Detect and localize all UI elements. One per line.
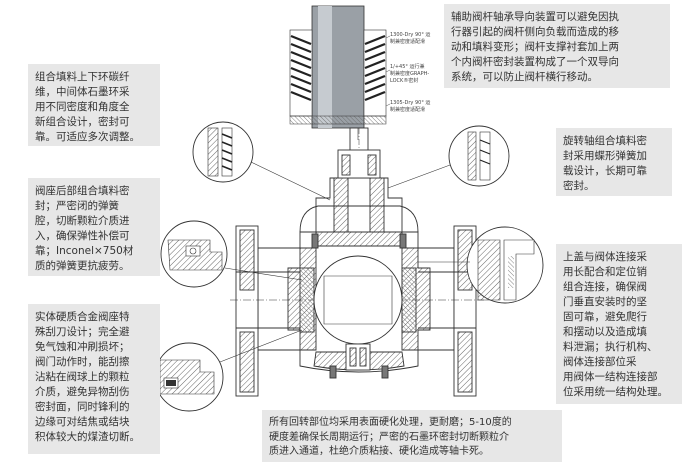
valve-body <box>230 127 484 397</box>
inset-label: 制兼密度GRAPH- <box>390 70 429 77</box>
inset-label: 1305-Dry 90° 运 <box>390 99 430 106</box>
note-bonnet-connection: 上盖与阀体连接采 用长配合和定位销 组合连接，确保阀 门垂直安装时的坚 固可靠，… <box>556 244 682 404</box>
inset-label: LOCK®密封 <box>390 77 418 84</box>
note-text: 阀座后部组合填料密 封；严密闭的弹簧 腔，切断颗粒介质进 入，确保弹性补偿可 靠… <box>35 185 134 272</box>
note-text: 旋转轴组合填料密 封采用蝶形弹簧加 载设计，长期可靠 密封。 <box>563 135 647 192</box>
detail-circle-right-top <box>448 125 510 187</box>
note-hardening: 所有回转部位均采用表面硬化处理，更耐磨；5-10度的 硬度差确保长周期运行；严密… <box>262 410 562 462</box>
detail-circle-left-mid <box>160 220 228 288</box>
note-stem-bearing: 辅助阀杆轴承导向装置可以避免因执 行器引起的阀杆侧向负载而造成的移 动和填料变形… <box>444 4 670 88</box>
inset-label: 制兼密度适配滑 <box>390 106 425 113</box>
note-hard-seat: 实体硬质合金阀座特 殊刮刀设计；完全避 免气蚀和冲刷损坏； 阀门动作时，能刮擦 … <box>28 304 160 454</box>
detail-circle-left-bottom <box>154 342 224 412</box>
note-text: 辅助阀杆轴承导向装置可以避免因执 行器引起的阀杆侧向负载而造成的移 动和填料变形… <box>451 11 619 83</box>
note-seat-packing: 阀座后部组合填料密 封；严密闭的弹簧 腔，切断颗粒介质进 入，确保弹性补偿可 靠… <box>28 178 160 276</box>
leader-lines <box>219 128 470 363</box>
inset-label: 制兼密度适配滑 <box>390 38 425 45</box>
inset-label: 1300-Dry 90° 运 <box>390 31 430 38</box>
note-text: 组合填料上下环碳纤 维，中间体石墨环采 用不同密度和角度全 新组合设计，密封可 … <box>35 71 140 143</box>
stem-packing-inset <box>289 5 387 129</box>
detail-circle-left-top <box>192 121 254 183</box>
inset-label: 1/+45° 运行兼 <box>390 63 425 70</box>
note-text: 实体硬质合金阀座特 殊刮刀设计；完全避 免气蚀和冲刷损坏； 阀门动作时，能刮擦 … <box>35 311 140 443</box>
note-text: 上盖与阀体连接采 用长配合和定位销 组合连接，确保阀 门垂直安装时的坚 固可靠，… <box>563 251 668 398</box>
note-trunnion-packing: 旋转轴组合填料密 封采用蝶形弹簧加 载设计，长期可靠 密封。 <box>556 128 672 196</box>
detail-circle-right-mid <box>466 226 544 304</box>
note-text: 所有回转部位均采用表面硬化处理，更耐磨；5-10度的 硬度差确保长周期运行；严密… <box>269 417 512 457</box>
note-packing: 组合填料上下环碳纤 维，中间体石墨环采 用不同密度和角度全 新组合设计，密封可 … <box>28 64 160 146</box>
